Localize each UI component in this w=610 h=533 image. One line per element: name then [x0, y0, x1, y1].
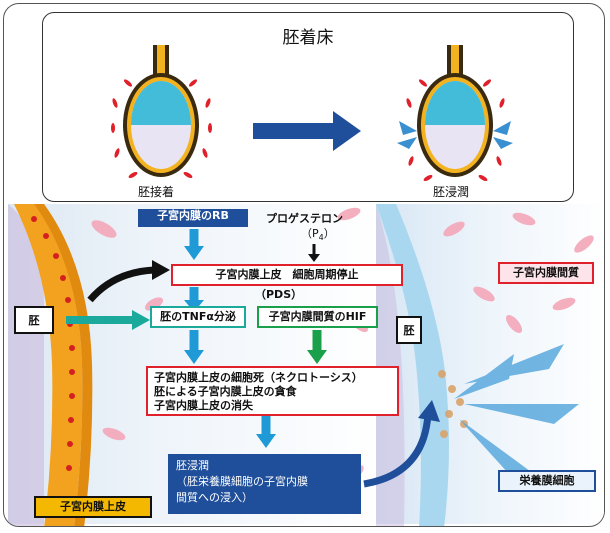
caption-invasion: 胚浸潤 — [433, 185, 470, 199]
pds-label: （PDS） — [255, 288, 303, 301]
hif-box: 子宮内膜間質のHIF — [257, 306, 378, 328]
implantation-panel: 胚着床 — [42, 12, 574, 202]
progesterone-label: プロゲステロン — [266, 212, 343, 225]
tnf-alpha-box: 胚のTNFα分泌 — [150, 306, 246, 328]
cell-cycle-arrest-box: 子宮内膜上皮 細胞周期停止 — [171, 264, 403, 286]
invasion-line-2: （胚栄養膜細胞の子宮内膜 — [176, 475, 308, 488]
necrosis-line-3: 子宮内膜上皮の消失 — [154, 399, 253, 412]
trophoblast-label: 栄養膜細胞 — [498, 470, 596, 492]
figure-frame: 胚着床 — [3, 3, 605, 527]
invasion-box: 胚浸潤 （胚栄養膜細胞の子宮内膜 間質への浸入） — [168, 454, 361, 514]
stroma-label: 子宮内膜間質 — [498, 262, 594, 284]
p4-label: （P4） — [301, 227, 335, 243]
invasion-line-3: 間質への浸入） — [176, 491, 253, 504]
embryo-invasion-icon — [397, 45, 513, 182]
transition-arrow — [253, 111, 361, 151]
rb-box: 子宮内膜のRB — [138, 209, 248, 227]
epithelium-label: 子宮内膜上皮 — [34, 496, 152, 518]
embryo-right-box: 胚 — [396, 316, 422, 344]
embryo-left-box: 胚 — [14, 306, 54, 334]
flow-arrows — [66, 229, 440, 488]
implantation-drawing — [111, 45, 513, 182]
panel-title: 胚着床 — [282, 28, 334, 48]
tissue-drawings — [8, 204, 594, 526]
necrosis-box: 子宮内膜上皮の細胞死（ネクロトーシス） 胚による子宮内膜上皮の貪食 子宮内膜上皮… — [146, 366, 399, 416]
embryo-attachment-icon — [111, 45, 212, 179]
caption-attachment: 胚接着 — [138, 185, 175, 199]
invasion-line-1: 胚浸潤 — [176, 459, 209, 472]
necrosis-line-2: 胚による子宮内膜上皮の貪食 — [154, 385, 297, 398]
necrosis-line-1: 子宮内膜上皮の細胞死（ネクロトーシス） — [154, 371, 363, 384]
